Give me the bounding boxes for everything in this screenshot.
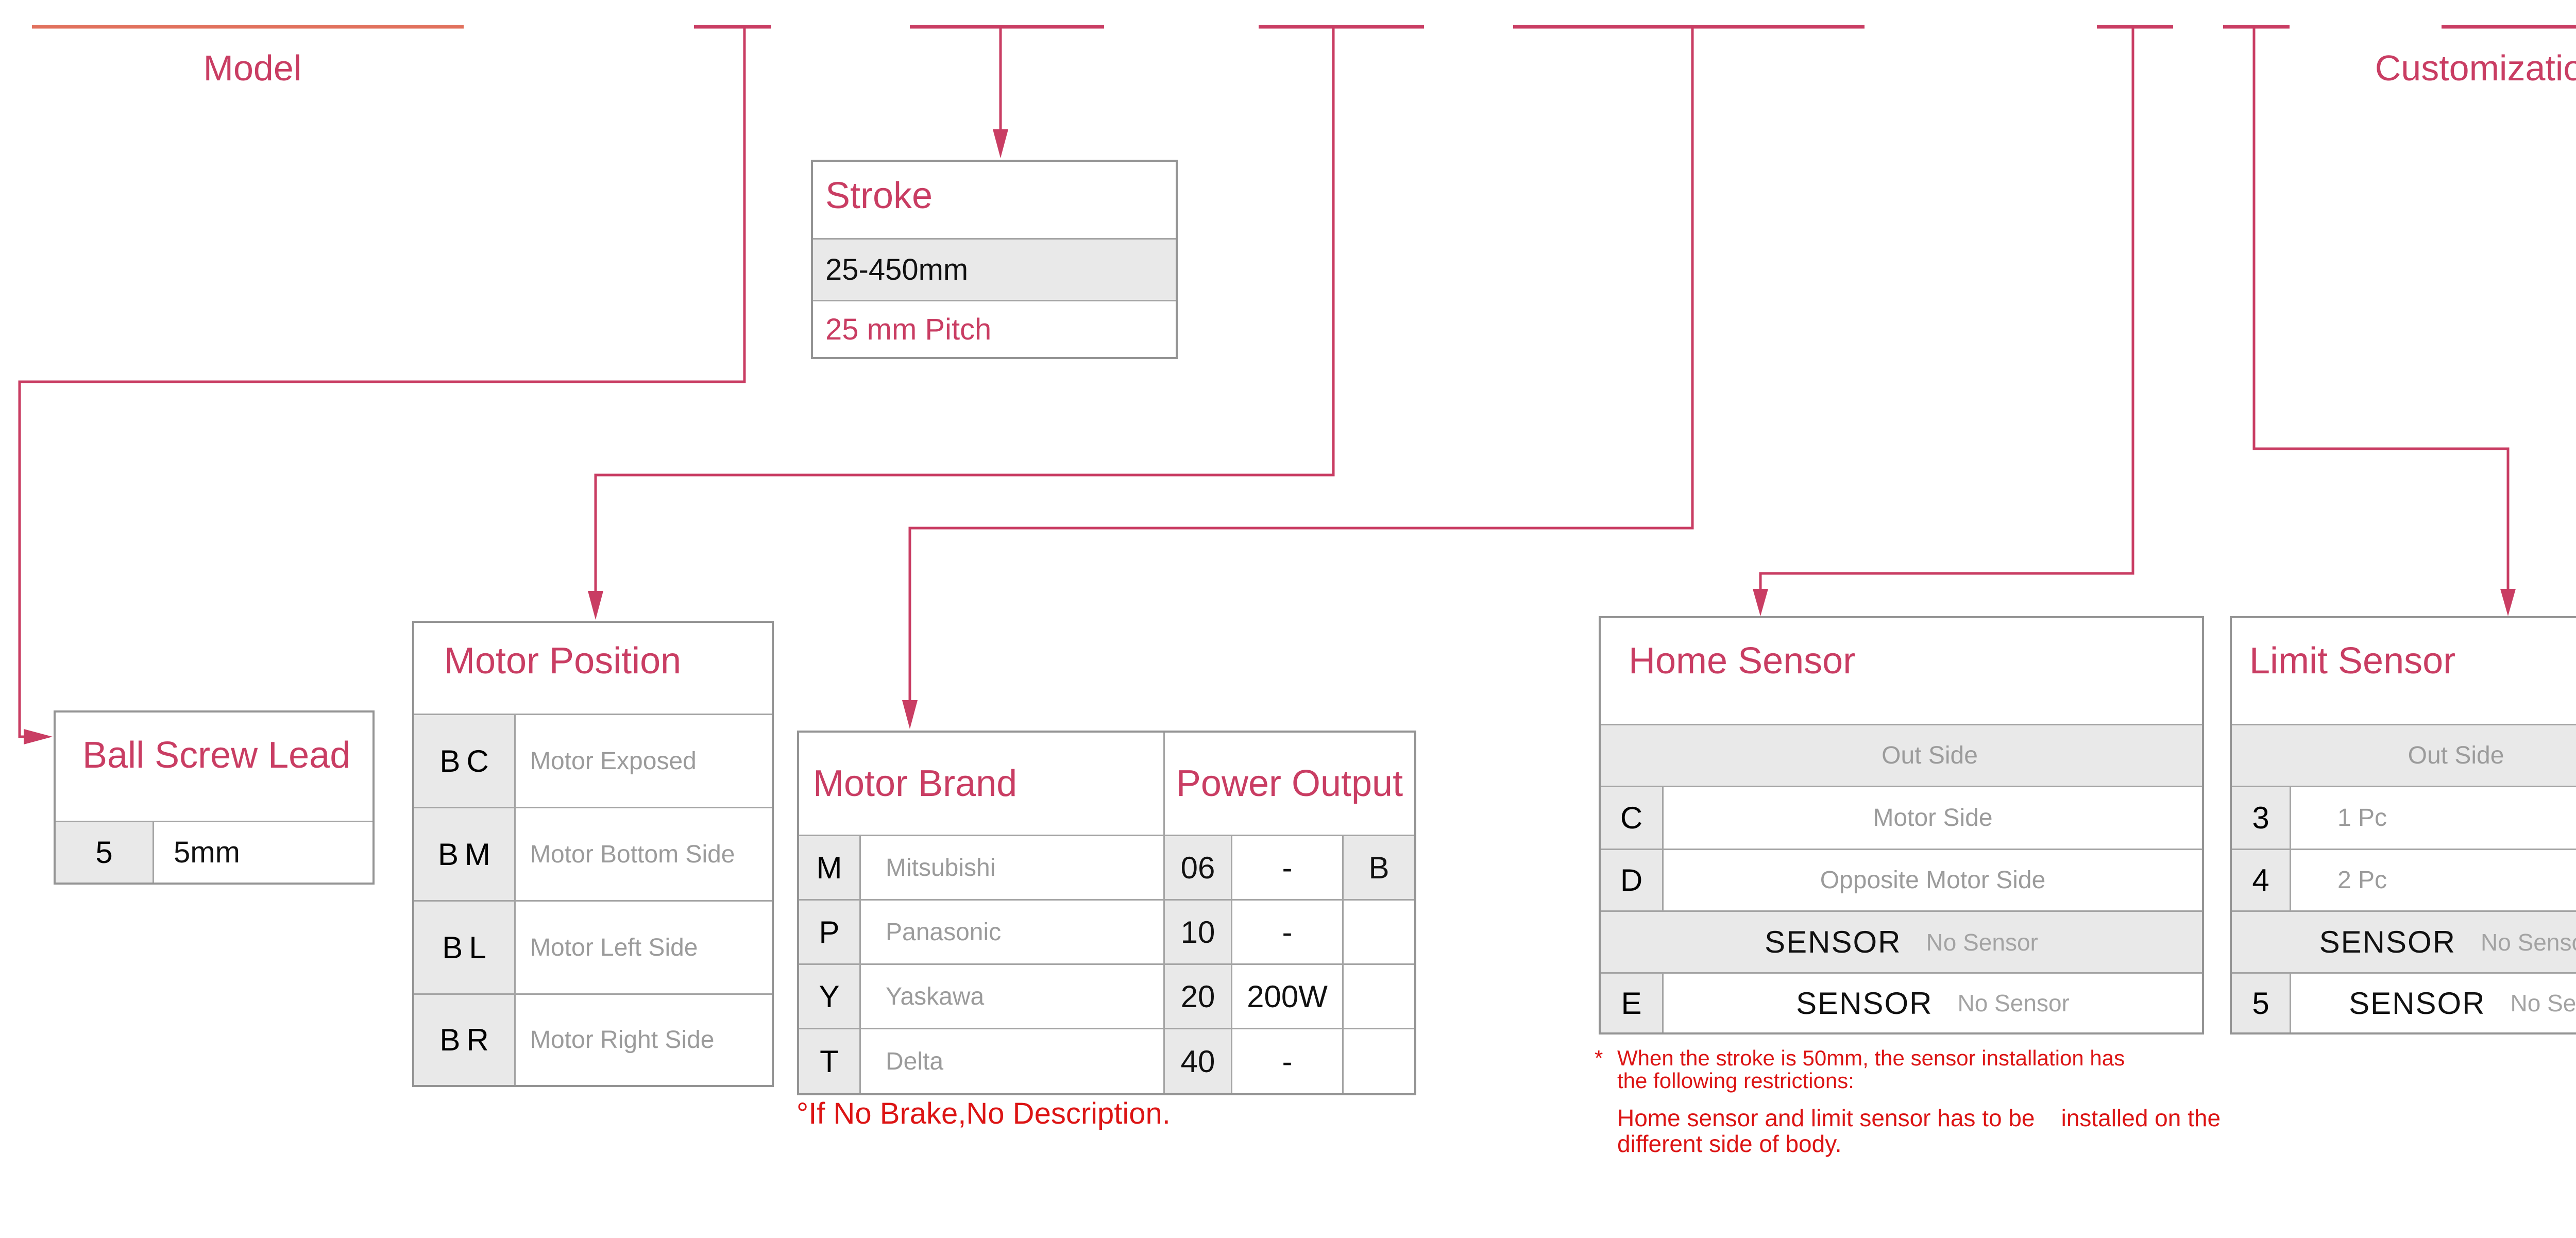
ball-screw-lead-box: Ball Screw Lead 5 5mm <box>54 710 375 885</box>
arrow-motor-brand <box>902 700 918 729</box>
table-row: BM Motor Bottom Side <box>414 807 772 900</box>
footnote-line2: the following restrictions: <box>1617 1069 1854 1093</box>
brake-code <box>1342 963 1414 1028</box>
brake-code: B <box>1342 835 1414 899</box>
motor-brand-name: Yaskawa <box>859 963 1163 1028</box>
motor-position-code: BC <box>414 715 516 807</box>
home-sensor-code: D <box>1601 850 1664 910</box>
connector-motor-brand <box>908 27 1694 701</box>
brake-code <box>1342 1028 1414 1093</box>
connector-home-sensor <box>1759 27 2134 590</box>
limit-sensor-row-note: No Sensor <box>2481 928 2576 956</box>
motor-position-desc: Motor Left Side <box>530 934 698 961</box>
arrow-home-sensor <box>1753 589 1768 616</box>
limit-sensor-side-header: Out Side <box>2408 742 2504 769</box>
home-sensor-row-label: SENSOR <box>1765 925 1902 959</box>
power-output-title: Power Output <box>1163 733 1414 835</box>
limit-sensor-code: 3 <box>2232 787 2291 849</box>
motor-position-title: Motor Position <box>444 640 682 682</box>
motor-position-desc: Motor Right Side <box>530 1026 715 1054</box>
limit-sensor-desc: 2 Pc <box>2337 867 2387 894</box>
limit-sensor-5-note: No Sensor <box>2510 990 2576 1016</box>
arrow-stroke <box>993 129 1008 158</box>
limit-sensor-row-label: SENSOR <box>2319 925 2456 959</box>
motor-position-desc: Motor Bottom Side <box>530 840 735 868</box>
motor-position-code: BR <box>414 995 516 1085</box>
motor-brand-table: Motor Brand Power Output M Mitsubishi 06… <box>797 731 1416 1095</box>
ball-screw-lead-desc: 5mm <box>174 836 240 869</box>
table-row: 5 SENSOR No Sensor <box>2232 972 2576 1032</box>
table-row: BR Motor Right Side <box>414 993 772 1085</box>
motor-position-desc: Motor Exposed <box>530 747 697 775</box>
sensor-footnote: * When the stroke is 50mm, the sensor in… <box>1595 1046 2316 1157</box>
arrow-limit-sensor <box>2500 589 2516 616</box>
power-code: 10 <box>1163 899 1231 963</box>
table-row: D Opposite Motor Side <box>1601 849 2202 910</box>
home-sensor-row-note: No Sensor <box>1926 928 2038 956</box>
motor-brand-code: P <box>799 899 859 963</box>
motor-position-box: Motor Position BC Motor Exposed BM Motor… <box>412 621 774 1087</box>
power-value: 200W <box>1231 963 1342 1028</box>
power-value: - <box>1231 1028 1342 1093</box>
ball-screw-lead-code: 5 <box>56 822 154 883</box>
stroke-pitch: 25 mm Pitch <box>825 312 992 346</box>
power-code: 20 <box>1163 963 1231 1028</box>
motor-brand-code: Y <box>799 963 859 1028</box>
footnote-asterisk: * <box>1595 1046 1603 1070</box>
customization-order-label: Customization Order No. <box>2375 48 2576 88</box>
motor-brand-name: Panasonic <box>859 899 1163 963</box>
connector-ball-screw-lead <box>18 27 746 738</box>
limit-sensor-code: 4 <box>2232 850 2291 910</box>
home-sensor-title: Home Sensor <box>1629 640 1856 682</box>
limit-sensor-box: Limit Sensor Out Side 3 1 Pc 4 2 Pc SENS… <box>2230 616 2576 1035</box>
limit-sensor-5-label: SENSOR <box>2349 986 2486 1021</box>
table-row: 3 1 Pc <box>2232 786 2576 849</box>
brake-code <box>1342 899 1414 963</box>
table-row: BC Motor Exposed <box>414 714 772 807</box>
stroke-title: Stroke <box>825 175 933 216</box>
limit-sensor-desc: 1 Pc <box>2337 804 2387 832</box>
home-sensor-e-note: No Sensor <box>1957 990 2070 1016</box>
home-sensor-desc: Motor Side <box>1873 804 1993 832</box>
footnote-line3: Home sensor and limit sensor has to be i… <box>1617 1105 2221 1132</box>
table-row: BL Motor Left Side <box>414 900 772 993</box>
power-value: - <box>1231 899 1342 963</box>
home-sensor-e-label: SENSOR <box>1796 986 1933 1021</box>
power-code: 40 <box>1163 1028 1231 1093</box>
connector-motor-position <box>594 27 1335 592</box>
home-sensor-side-header: Out Side <box>1882 742 1978 769</box>
table-row: C Motor Side <box>1601 786 2202 849</box>
motor-position-code: BM <box>414 808 516 900</box>
home-sensor-code: E <box>1601 974 1664 1032</box>
limit-sensor-code: 5 <box>2232 974 2291 1032</box>
model-label: Model <box>203 48 302 88</box>
table-row: 4 2 Pc <box>2232 849 2576 910</box>
motor-brand-code: M <box>799 835 859 899</box>
ball-screw-lead-title: Ball Screw Lead <box>82 735 351 776</box>
home-sensor-desc: Opposite Motor Side <box>1820 867 2046 894</box>
table-row: E SENSOR No Sensor <box>1601 972 2202 1032</box>
motor-position-code: BL <box>414 902 516 993</box>
motor-brand-name: Delta <box>859 1028 1163 1093</box>
arrow-motor-position <box>588 591 603 620</box>
brake-note: °If No Brake,No Description. <box>796 1097 1171 1130</box>
motor-brand-code: T <box>799 1028 859 1093</box>
motor-brand-title: Motor Brand <box>813 763 1018 804</box>
home-sensor-code: C <box>1601 787 1664 849</box>
power-value: - <box>1231 835 1342 899</box>
motor-brand-name: Mitsubishi <box>859 835 1163 899</box>
stroke-box: Stroke 25-450mm 25 mm Pitch <box>811 160 1178 359</box>
power-code: 06 <box>1163 835 1231 899</box>
footnote-line1: When the stroke is 50mm, the sensor inst… <box>1617 1046 2125 1070</box>
arrow-ball-screw-lead <box>24 729 53 744</box>
limit-sensor-title: Limit Sensor <box>2249 640 2456 682</box>
stroke-range: 25-450mm <box>825 253 969 286</box>
home-sensor-box: Home Sensor Out Side C Motor Side D Oppo… <box>1599 616 2204 1035</box>
footnote-line4: different side of body. <box>1617 1130 1842 1157</box>
connector-limit-sensor <box>2252 27 2510 590</box>
